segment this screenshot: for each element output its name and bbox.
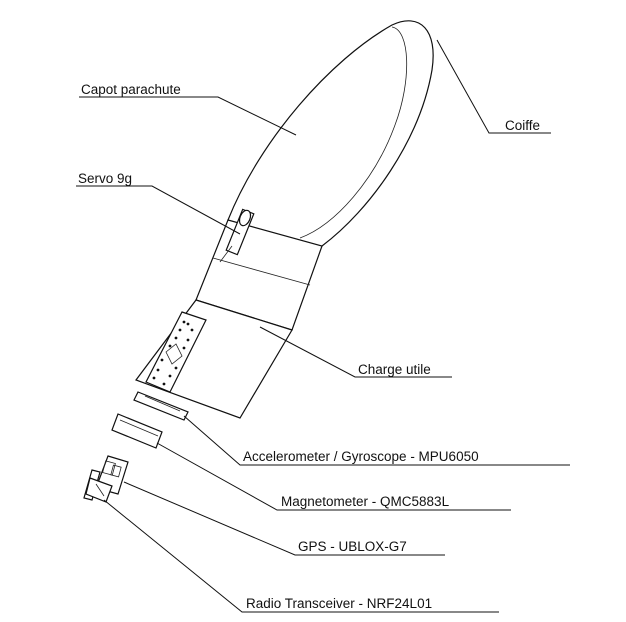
servo-9g (219, 208, 255, 263)
label-capot-parachute: Capot parachute (81, 82, 181, 97)
pcb-pin-dots (152, 320, 194, 386)
label-coiffe: Coiffe (505, 118, 540, 133)
leader-lines (76, 39, 570, 613)
pcb-board (145, 311, 207, 393)
pcb-chip (165, 343, 183, 365)
payload-pcb (145, 311, 207, 393)
bay-joint-line (212, 257, 311, 286)
servo-detail (219, 245, 233, 263)
mpu6050-module (133, 391, 189, 421)
nose-cone (227, 20, 434, 253)
label-gps: GPS - UBLOX-G7 (298, 539, 407, 554)
qmc5883l-module (111, 413, 163, 449)
label-radio-transceiver: Radio Transceiver - NRF24L01 (246, 596, 432, 611)
servo-horn (238, 209, 252, 227)
nose-cone-edge-line (299, 26, 408, 239)
label-servo-9g: Servo 9g (78, 171, 132, 186)
label-accelerometer-gyroscope: Accelerometer / Gyroscope - MPU6050 (243, 449, 479, 464)
label-charge-utile: Charge utile (358, 362, 431, 377)
label-magnetometer: Magnetometer - QMC5883L (281, 494, 450, 509)
